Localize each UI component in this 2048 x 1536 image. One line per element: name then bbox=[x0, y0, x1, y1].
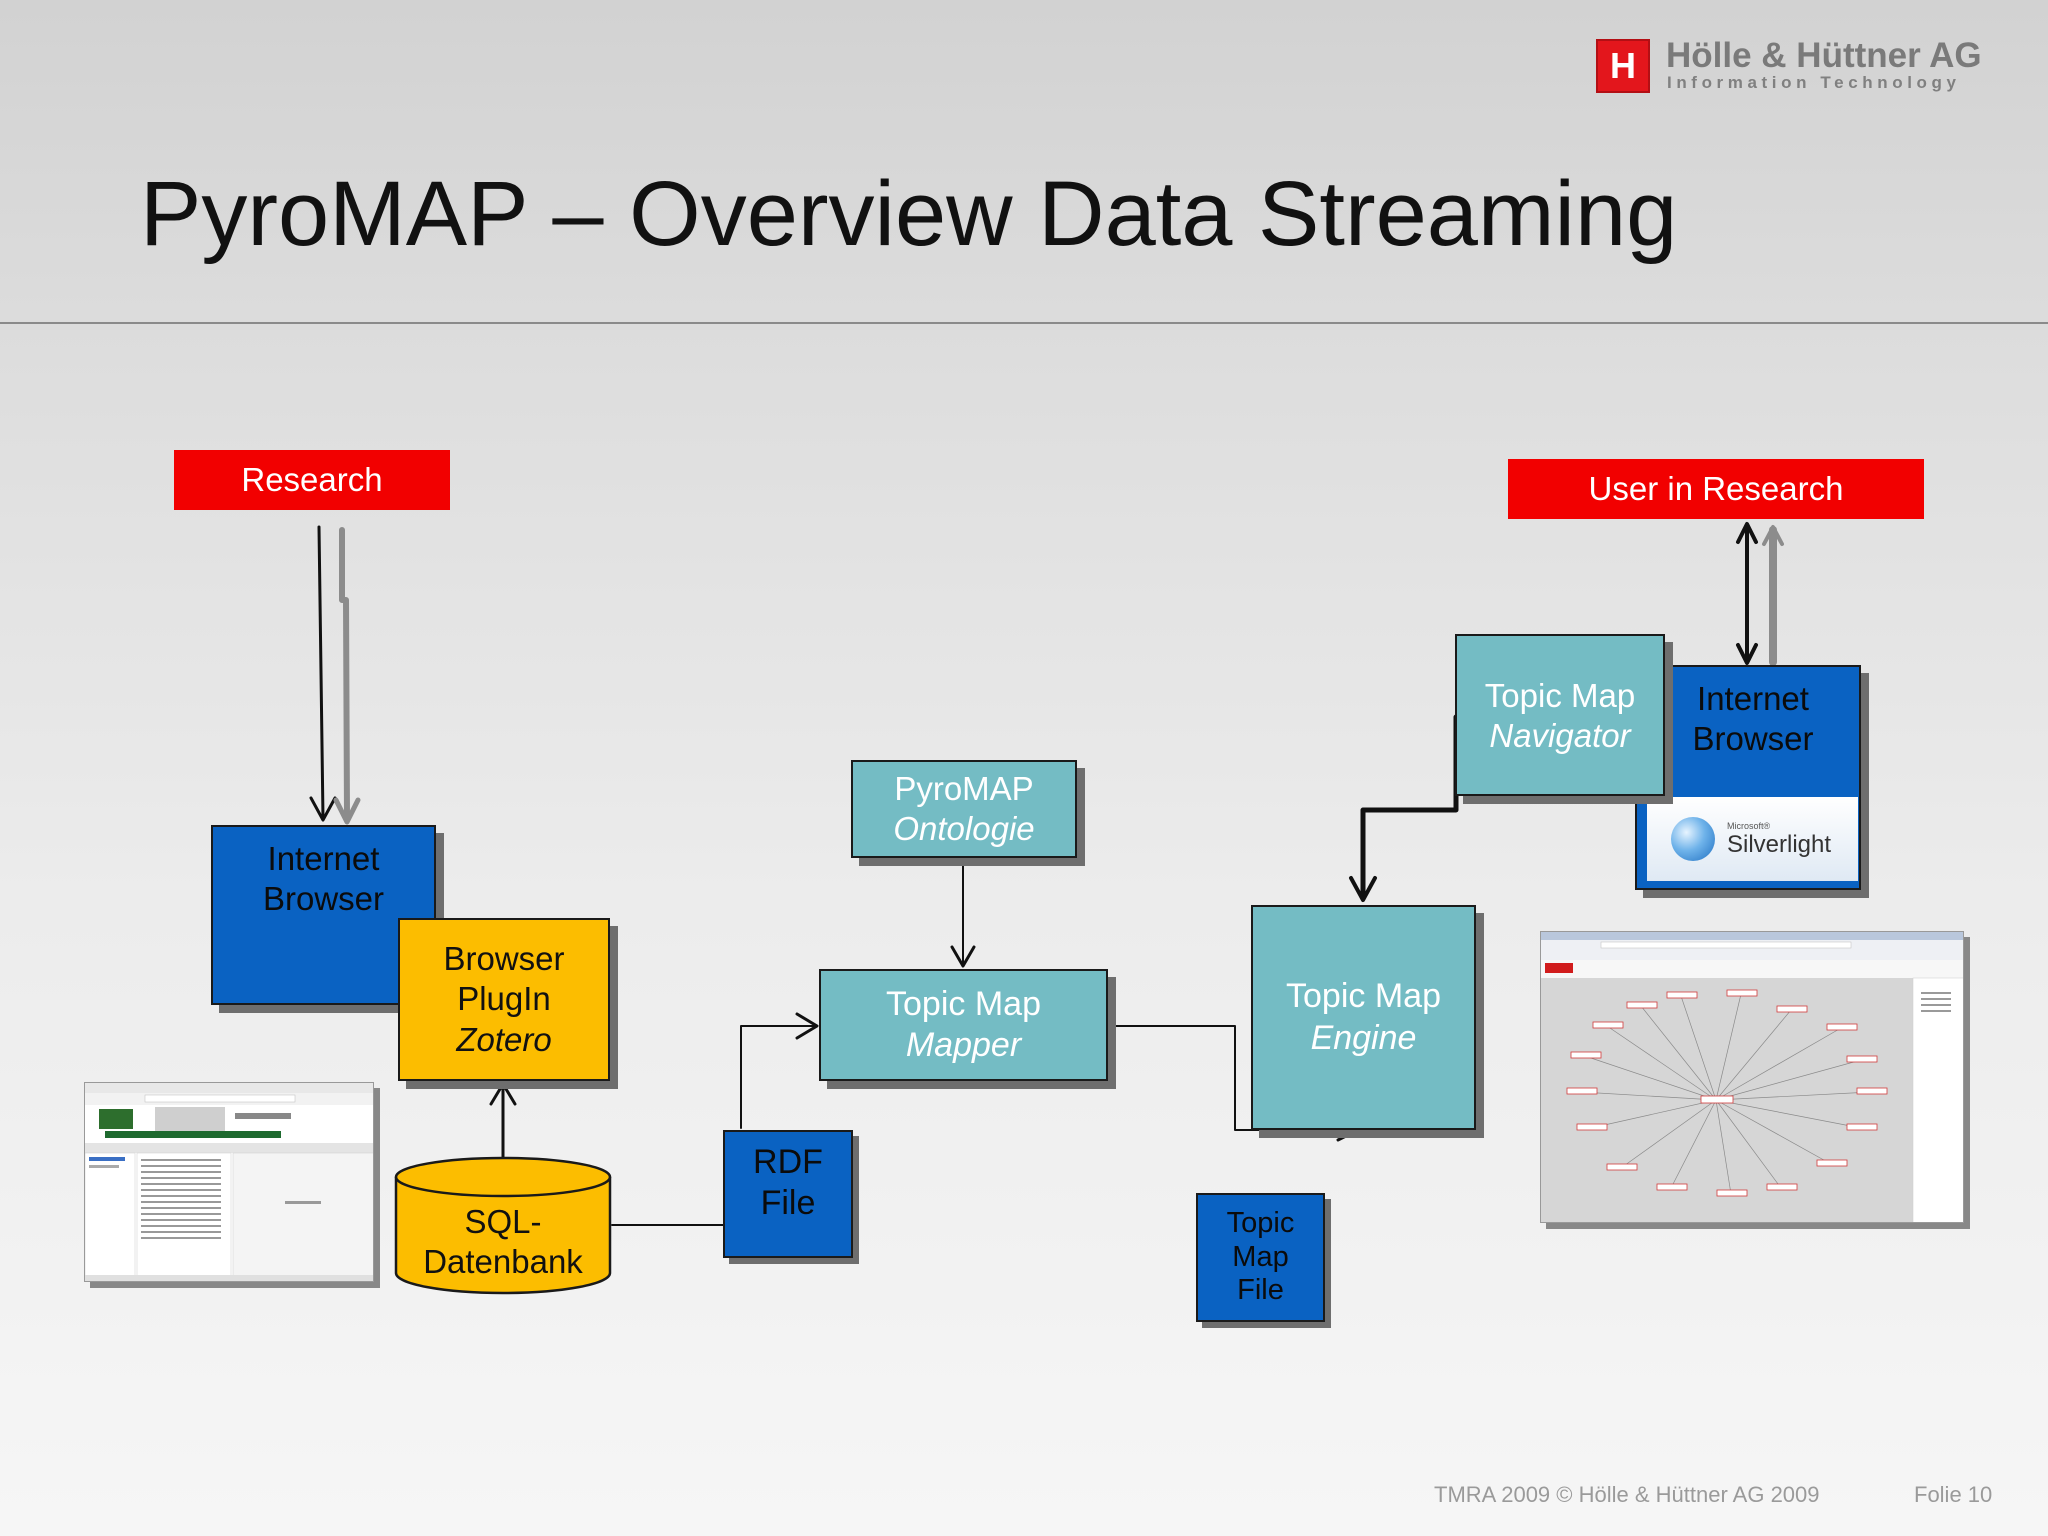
arrowhead-browser-right bbox=[1736, 643, 1758, 665]
node-text: PyroMAP bbox=[894, 769, 1034, 807]
user-in-research-label: User in Research bbox=[1508, 459, 1924, 519]
node-text: Datenbank bbox=[423, 1243, 583, 1281]
footer-copyright: TMRA 2009 © Hölle & Hüttner AG 2009 bbox=[1434, 1482, 1820, 1507]
slide-title: PyroMAP – Overview Data Streaming bbox=[140, 163, 1678, 265]
research-label: Research bbox=[174, 450, 450, 510]
library-catalog-screenshot bbox=[84, 1082, 374, 1282]
arrowhead-zotero bbox=[489, 1082, 517, 1106]
node-text: Internet bbox=[1697, 680, 1809, 717]
research-label-text: Research bbox=[241, 461, 383, 498]
arrow-research-to-browser-gray bbox=[339, 527, 350, 821]
node-text: File bbox=[1237, 1274, 1284, 1307]
arrowhead-user bbox=[1736, 522, 1758, 544]
pyromap-ontologie-node: PyroMAP Ontologie bbox=[851, 760, 1077, 858]
node-text: Browser bbox=[443, 940, 565, 978]
node-text: Topic Map bbox=[1484, 677, 1636, 714]
header-divider bbox=[0, 322, 2048, 324]
silverlight-panel: Microsoft® Silverlight bbox=[1647, 797, 1858, 881]
node-text: SQL- bbox=[464, 1203, 542, 1240]
node-text: Topic Map bbox=[1286, 977, 1441, 1016]
arrow-research-to-browser bbox=[317, 525, 325, 820]
node-text: Topic bbox=[1226, 1207, 1295, 1240]
sql-database-cylinder bbox=[394, 1156, 612, 1295]
node-text: Browser bbox=[262, 880, 385, 918]
node-text: Map bbox=[1232, 1240, 1289, 1273]
node-text: Zotero bbox=[456, 1020, 552, 1058]
line-engine-to-navigator bbox=[1360, 714, 1459, 901]
node-text: File bbox=[760, 1184, 816, 1223]
node-text: Ontologie bbox=[893, 810, 1035, 847]
internet-browser-left-node: Internet Browser bbox=[211, 825, 436, 1005]
topic-map-engine-node: Topic Map Engine bbox=[1251, 905, 1476, 1130]
rdf-file-node: RDF File bbox=[723, 1130, 853, 1258]
silverlight-logo-icon bbox=[1671, 817, 1715, 861]
silverlight-product: Silverlight bbox=[1727, 830, 1832, 858]
node-text: Internet bbox=[267, 840, 380, 877]
node-text: Topic Map bbox=[886, 984, 1041, 1023]
node-text: RDF bbox=[753, 1143, 823, 1181]
silverlight-vendor: Microsoft® bbox=[1727, 820, 1771, 831]
topic-map-graph-thumbnail-image bbox=[1541, 932, 1963, 1222]
topic-map-mapper-node: Topic Map Mapper bbox=[819, 969, 1108, 1081]
node-text: PlugIn bbox=[457, 980, 551, 1018]
sql-database-label: SQL- Datenbank bbox=[393, 1202, 613, 1283]
arrowhead-ontologie-mapper bbox=[950, 945, 976, 968]
arrowhead-research-browser bbox=[309, 796, 337, 822]
company-logo-mark: H bbox=[1596, 39, 1650, 93]
topic-map-navigator-node: Topic Map Navigator bbox=[1455, 634, 1665, 796]
browser-plugin-zotero-node: Browser PlugIn Zotero bbox=[398, 918, 610, 1081]
footer-slide-number: Folie 10 bbox=[1914, 1482, 1993, 1507]
silverlight-wordmark: Microsoft® Silverlight bbox=[1727, 820, 1832, 858]
node-text: Mapper bbox=[905, 1026, 1022, 1064]
line-rdf-to-mapper bbox=[740, 1025, 818, 1129]
arrowhead-engine-top bbox=[1349, 876, 1377, 902]
library-catalog-thumbnail-image bbox=[85, 1083, 373, 1281]
company-name: Hölle & Hüttner AG bbox=[1666, 36, 1982, 75]
topic-map-navigator-screenshot bbox=[1540, 931, 1964, 1223]
arrowhead-user-gray bbox=[1762, 525, 1784, 546]
company-tagline: Information Technology bbox=[1667, 73, 1961, 92]
topic-map-file-node: Topic Map File bbox=[1196, 1193, 1325, 1322]
user-in-research-label-text: User in Research bbox=[1588, 470, 1844, 507]
arrowhead-mapper bbox=[795, 1012, 819, 1040]
node-text: Engine bbox=[1310, 1018, 1417, 1057]
node-text: Browser bbox=[1692, 720, 1814, 758]
node-text: Navigator bbox=[1489, 717, 1631, 755]
arrowhead-research-browser-gray bbox=[333, 797, 361, 825]
